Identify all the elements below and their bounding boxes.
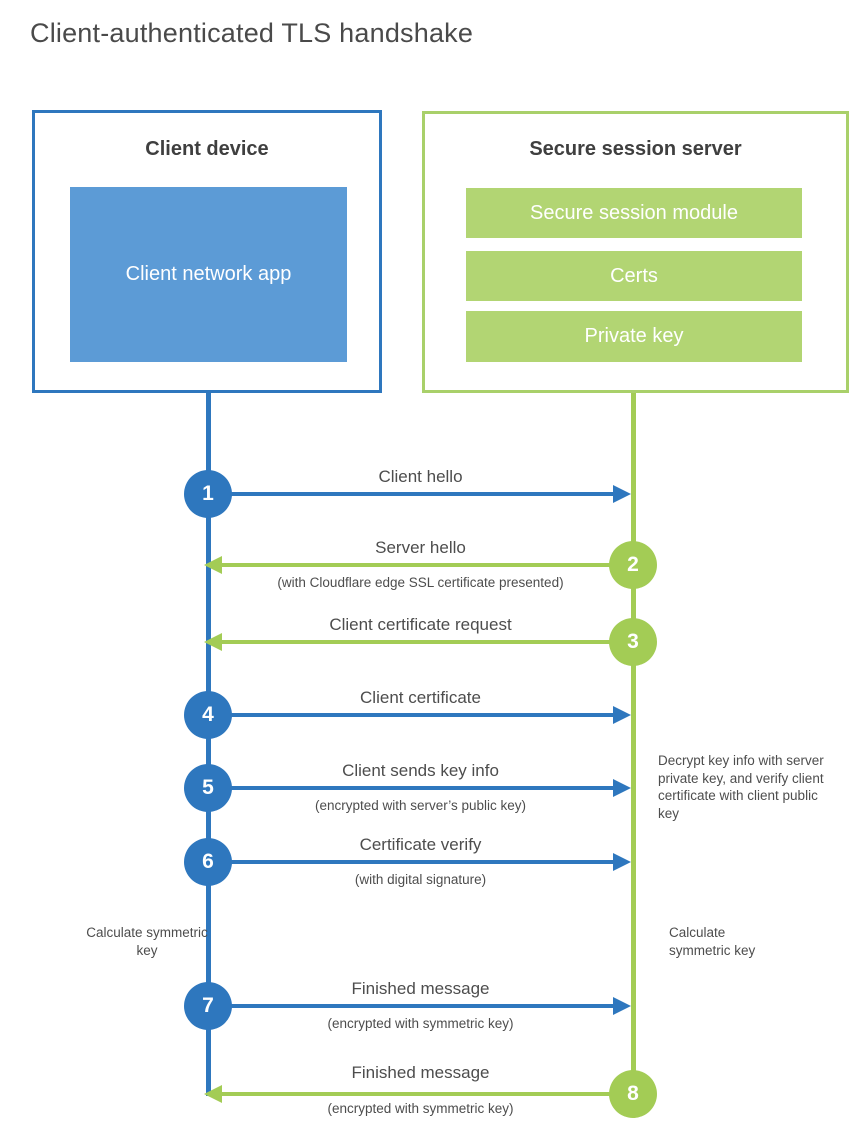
step-7-circle: 7: [184, 982, 232, 1030]
step-2-sublabel: (with Cloudflare edge SSL certificate pr…: [277, 575, 564, 590]
step-4-circle: 4: [184, 691, 232, 739]
step-5-label: Client sends key info: [342, 761, 499, 780]
step-5-circle: 5: [184, 764, 232, 812]
step-3-arrowhead: [204, 633, 222, 651]
step-6-arrow-shaft: [208, 860, 615, 864]
step-1-arrow-shaft: [208, 492, 615, 496]
server-module-secure-session: Secure session module: [466, 188, 802, 238]
step-2-arrowhead: [204, 556, 222, 574]
step-6-label: Certificate verify: [359, 835, 482, 854]
calc-symmetric-key-right-note: Calculate symmetric key: [669, 925, 756, 958]
client-device-title: Client device: [145, 138, 269, 160]
page-title: Client-authenticated TLS handshake: [30, 18, 474, 48]
step-1-label: Client hello: [378, 467, 463, 486]
step-7-label: Finished message: [351, 979, 490, 998]
step-6-arrowhead: [613, 853, 631, 871]
step-3-circle: 3: [609, 618, 657, 666]
step-8-label: Finished message: [351, 1063, 490, 1082]
step-8-sublabel: (encrypted with symmetric key): [327, 1101, 514, 1116]
step-4-arrow-shaft: [208, 713, 615, 717]
step-3-label: Client certificate request: [329, 615, 512, 634]
step-3-arrow-shaft: [222, 640, 633, 644]
step-4-label: Client certificate: [360, 688, 481, 707]
server-lifeline: [631, 393, 636, 1094]
server-module-certs: Certs: [466, 251, 802, 301]
step-6-sublabel: (with digital signature): [354, 872, 487, 887]
step-4-arrowhead: [613, 706, 631, 724]
step-6-circle: 6: [184, 838, 232, 886]
step-1-arrowhead: [613, 485, 631, 503]
step-5-arrowhead: [613, 779, 631, 797]
step-2-arrow-shaft: [222, 563, 633, 567]
step-8-arrowhead: [204, 1085, 222, 1103]
step-2-label: Server hello: [375, 538, 466, 557]
step-7-arrow-shaft: [208, 1004, 615, 1008]
server-module-private-key: Private key: [466, 311, 802, 362]
client-network-app-box: Client network app: [70, 187, 347, 362]
step-1-circle: 1: [184, 470, 232, 518]
secure-session-server-title: Secure session server: [529, 138, 742, 160]
decrypt-note: Decrypt key info with server private key…: [658, 753, 824, 821]
step-7-arrowhead: [613, 997, 631, 1015]
step-5-arrow-shaft: [208, 786, 615, 790]
step-8-circle: 8: [609, 1070, 657, 1118]
client-lifeline: [206, 393, 211, 1096]
step-8-arrow-shaft: [222, 1092, 633, 1096]
step-7-sublabel: (encrypted with symmetric key): [327, 1016, 514, 1031]
step-2-circle: 2: [609, 541, 657, 589]
step-5-sublabel: (encrypted with server’s public key): [314, 798, 527, 813]
calc-symmetric-key-left-note: Calculate symmetric key: [86, 925, 208, 958]
